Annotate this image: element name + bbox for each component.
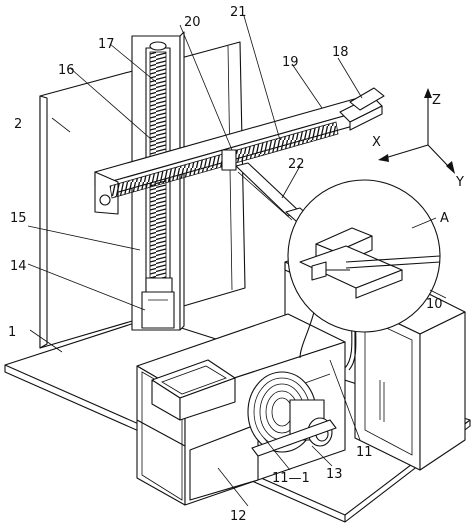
horizontal-arm xyxy=(94,97,361,215)
column-motor xyxy=(141,277,175,329)
label-part-22: 22 xyxy=(288,157,305,172)
label-part-2: 2 xyxy=(14,117,22,132)
label-part-19: 19 xyxy=(282,55,299,70)
leader-lines xyxy=(27,15,447,507)
arm-motor xyxy=(339,87,385,131)
axis-z-label: Z xyxy=(432,93,441,108)
label-part-14: 14 xyxy=(10,259,27,274)
label-part-15: 15 xyxy=(10,211,27,226)
label-part-18: 18 xyxy=(332,45,349,60)
label-detail-a: A xyxy=(440,211,449,226)
reference-numerals: 1 2 10 11 11—1 12 13 14 15 16 17 18 19 2… xyxy=(8,5,449,524)
label-part-20: 20 xyxy=(184,15,201,30)
label-part-16: 16 xyxy=(58,63,75,78)
hopper xyxy=(151,359,236,421)
label-part-11-1: 11—1 xyxy=(272,471,310,486)
detail-circle-a xyxy=(287,179,441,333)
label-part-13: 13 xyxy=(326,467,343,482)
label-part-1: 1 xyxy=(8,325,16,340)
blower-assembly xyxy=(247,371,337,457)
axis-y-label: Y xyxy=(455,175,464,190)
label-part-12: 12 xyxy=(230,509,247,524)
axis-x-label: X xyxy=(372,135,381,150)
label-part-11: 11 xyxy=(356,445,373,460)
label-part-17: 17 xyxy=(98,37,115,52)
coordinate-axes: Z X Y xyxy=(372,88,464,190)
label-part-21: 21 xyxy=(230,5,247,20)
label-part-10: 10 xyxy=(426,297,443,312)
